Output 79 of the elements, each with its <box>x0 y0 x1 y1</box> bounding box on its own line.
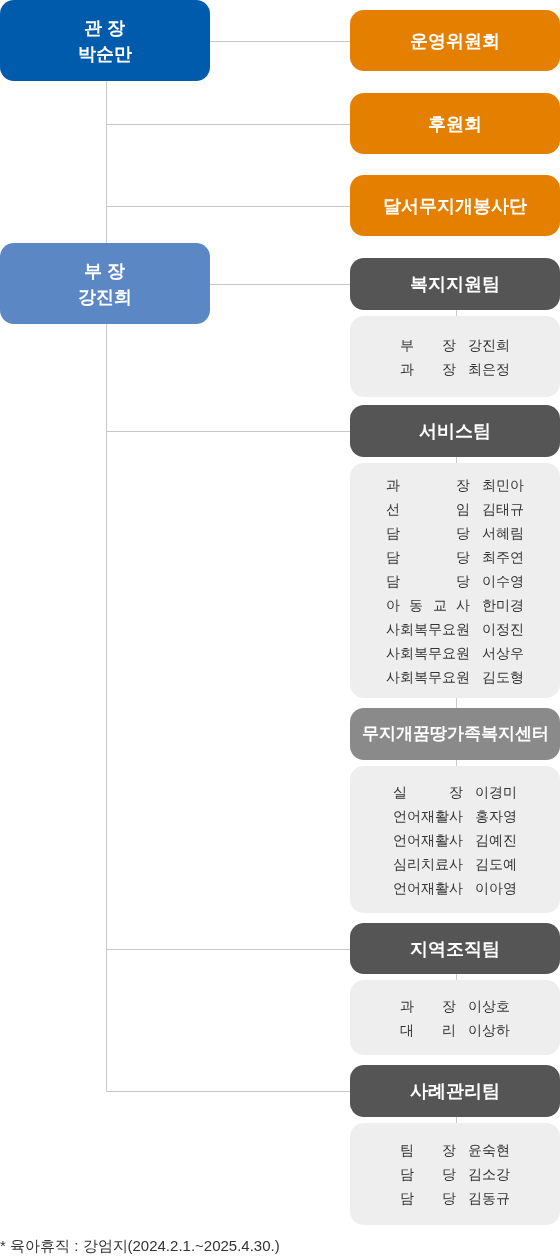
member-name: 이상호 <box>468 996 510 1016</box>
connector-line <box>456 973 457 981</box>
role-label: 담 당 <box>400 1165 456 1184</box>
role-label: 사회복무요원 <box>386 667 470 687</box>
member-name: 최민아 <box>482 475 524 495</box>
member-panel <box>350 463 560 698</box>
role-label: 담 당 <box>386 571 470 591</box>
person-name: 박순만 <box>78 42 132 66</box>
team-header <box>350 923 560 974</box>
member-panel <box>350 1123 560 1225</box>
committee-name: 운영위원회 <box>410 29 500 53</box>
role-label: 실 장 <box>393 782 463 802</box>
team-name: 서비스팀 <box>419 420 491 443</box>
team-header <box>350 405 560 457</box>
role-label: 사회복무요원 <box>386 643 470 663</box>
member-name: 한미경 <box>482 595 524 615</box>
person-name: 강진희 <box>78 285 132 309</box>
member-name: 김예진 <box>475 830 517 850</box>
position-title: 관 장 <box>84 16 126 40</box>
role-label: 담 당 <box>386 547 470 567</box>
position-title: 부 장 <box>84 259 126 283</box>
role-label: 아 동 교 사 <box>386 595 470 615</box>
member-name: 윤숙현 <box>468 1141 510 1160</box>
role-label: 사회복무요원 <box>386 619 470 639</box>
committee-box <box>350 93 560 154</box>
footnote: * 육아휴직 : 강엄지(2024.2.1.~2025.4.30.) <box>0 1236 280 1256</box>
connector-line <box>106 80 107 244</box>
role-label: 심리치료사 <box>393 854 463 874</box>
role-label: 부 장 <box>400 335 456 355</box>
role-label: 과 장 <box>400 359 456 379</box>
committee-box <box>350 175 560 236</box>
member-panel <box>350 766 560 913</box>
member-name: 서상우 <box>482 643 524 663</box>
connector-line <box>456 1116 457 1124</box>
committee-name: 후원회 <box>428 112 482 136</box>
connector-line <box>456 456 457 464</box>
member-name: 김동규 <box>468 1189 510 1208</box>
committee-name: 달서무지개봉사단 <box>383 194 527 218</box>
committee-box <box>350 10 560 71</box>
member-name: 최은정 <box>468 359 510 379</box>
connector-line <box>456 309 457 317</box>
member-name: 김도예 <box>475 854 517 874</box>
member-name: 이상하 <box>468 1020 510 1040</box>
connector-line <box>209 41 351 42</box>
team-header <box>350 1065 560 1117</box>
position-box <box>0 0 210 81</box>
role-label: 담 당 <box>400 1189 456 1208</box>
member-name: 김소강 <box>468 1165 510 1184</box>
member-name: 김태규 <box>482 499 524 519</box>
connector-line <box>456 759 457 767</box>
member-name: 김도형 <box>482 667 524 687</box>
member-name: 이경미 <box>475 782 517 802</box>
role-label: 과 장 <box>386 475 470 495</box>
member-name: 서혜림 <box>482 523 524 543</box>
role-label: 대 리 <box>400 1020 456 1040</box>
member-name: 이정진 <box>482 619 524 639</box>
role-label: 과 장 <box>400 996 456 1016</box>
role-label: 담 당 <box>386 523 470 543</box>
member-name: 홍자영 <box>475 806 517 826</box>
connector-line <box>209 284 351 285</box>
member-name: 최주연 <box>482 547 524 567</box>
role-label: 언어재활사 <box>393 830 463 850</box>
role-label: 언어재활사 <box>393 806 463 826</box>
member-name: 강진희 <box>468 335 510 355</box>
center-header <box>350 708 560 760</box>
center-name: 무지개꿈땅가족복지센터 <box>361 723 549 745</box>
team-name: 지역조직팀 <box>410 937 500 961</box>
position-box <box>0 243 210 324</box>
role-label: 팀 장 <box>400 1141 456 1160</box>
team-name: 사례관리팀 <box>410 1080 500 1103</box>
member-panel <box>350 316 560 397</box>
team-name: 복지지원팀 <box>410 273 500 296</box>
member-name: 이수영 <box>482 571 524 591</box>
connector-line <box>456 697 457 709</box>
member-name: 이아영 <box>475 878 517 898</box>
role-label: 언어재활사 <box>393 878 463 898</box>
role-label: 선 임 <box>386 499 470 519</box>
member-panel <box>350 980 560 1055</box>
team-header <box>350 258 560 310</box>
